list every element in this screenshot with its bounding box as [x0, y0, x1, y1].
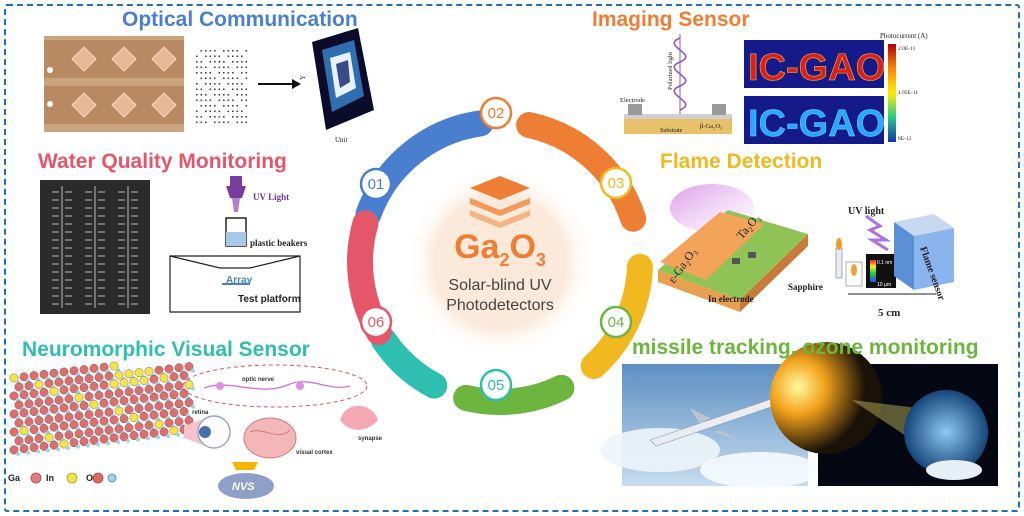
electrode-label: Electrode	[620, 97, 645, 104]
ring-segment-05	[370, 327, 448, 399]
legend-in: In	[46, 473, 54, 483]
ring-segment-04	[453, 374, 575, 415]
legend-ga: Ga	[8, 473, 21, 483]
crystal-structure-image	[9, 361, 195, 456]
subtitle-line-1: Solar-blind UV	[448, 277, 552, 294]
water-quality-title: Water Quality Monitoring	[38, 150, 287, 173]
optical-communication-title: Optical Communication	[122, 8, 358, 31]
substrate-label: Substrate	[660, 128, 683, 134]
synapse-label: synapse	[358, 436, 383, 442]
nvs-label: NVS	[232, 481, 255, 493]
ring-node-05	[479, 368, 513, 402]
colorbar	[888, 44, 896, 142]
ring-node-label-02: 02	[488, 105, 505, 122]
ring-node-06	[359, 305, 393, 339]
arrow-head	[292, 79, 301, 89]
binary-code-image	[196, 50, 248, 124]
colorbar-top: 2.0E-11	[898, 46, 916, 52]
colorbar-mid: 1.95E-11	[898, 90, 918, 96]
imaging-logo-panel-1	[744, 40, 884, 88]
test-platform-diagram	[169, 176, 301, 313]
ring-node-label-04: 04	[608, 314, 625, 331]
formula-ga: Ga	[454, 228, 500, 266]
heatmap-y-label: Y	[299, 75, 307, 80]
scale-label-1: 0.1 nm	[877, 260, 892, 266]
formula-o: O	[509, 228, 536, 266]
beakers-label: plastic beakers	[250, 238, 308, 248]
optical-heatmap	[312, 28, 374, 130]
imaging-sensor-title: Imaging Sensor	[592, 8, 750, 31]
uv-light-label: UV Light	[253, 192, 289, 202]
ring-node-01	[359, 167, 393, 201]
ring-node-label-06: 06	[368, 314, 385, 331]
test-platform-label: Test platform	[238, 294, 301, 305]
polarized-light-label: Polarized light	[667, 52, 674, 90]
optic-nerve-label: optic nerve	[242, 377, 275, 383]
visual-cortex-label: visual cortex	[296, 450, 333, 456]
imaging-logo-red: IC-GAO	[748, 47, 885, 89]
ring-node-03	[599, 166, 633, 200]
ring-node-label-03: 03	[608, 175, 625, 192]
ring-node-label-01: 01	[368, 176, 385, 193]
layers-icon	[470, 176, 530, 228]
sensor-array-image	[40, 180, 150, 314]
center-glow	[405, 167, 595, 357]
ozone-photo	[770, 342, 998, 486]
material-label: β-Ga₂O₃	[700, 123, 722, 130]
distance-label: 5 cm	[878, 307, 900, 319]
flame-chip-diagram	[658, 184, 808, 312]
subtitle-line-2: Photodetectors	[446, 297, 554, 314]
colorbar-title: Photocurrent (A)	[880, 32, 928, 40]
legend-circles	[30, 472, 117, 484]
retina-label: retina	[192, 410, 209, 416]
ring-node-04	[599, 305, 633, 339]
array-label: Array	[226, 275, 253, 286]
imaging-logo-blue: IC-GAO	[748, 103, 885, 145]
missile-title: missile tracking, ozone monitoring	[632, 336, 979, 359]
imaging-device-diagram: Electrode Substrate β-Ga₂O₃ Polarized li…	[620, 34, 732, 134]
missile-photo	[600, 364, 820, 488]
sapphire-label: Sapphire	[788, 282, 823, 292]
ring-segment-02	[516, 112, 647, 232]
in-electrode-label: In electrode	[708, 294, 754, 304]
neuromorphic-diagram	[182, 364, 378, 499]
optical-photo	[44, 36, 184, 132]
dashed-frame	[4, 4, 1020, 512]
flame-detection-title: Flame Detection	[660, 150, 823, 173]
formula-sub-3: 3	[535, 249, 546, 270]
legend-o: O	[86, 473, 93, 483]
formula-sub-2: 2	[499, 249, 510, 270]
imaging-logo-panel-2	[744, 96, 884, 144]
neuromorphic-title: Neuromorphic Visual Sensor	[22, 338, 310, 361]
flame-uv-label: UV light	[848, 206, 885, 217]
center-subtitle: Solar-blind UV Photodetectors	[425, 276, 575, 316]
ring-node-label-05: 05	[488, 377, 505, 394]
colorbar-bottom: 8E-12	[898, 136, 912, 142]
flame-setup-diagram	[835, 214, 954, 295]
ring-node-02	[479, 96, 513, 130]
center-formula: Ga2O3	[420, 228, 580, 271]
heatmap-x-label: Unit	[335, 136, 348, 144]
scale-label-2: 10 μm	[877, 282, 891, 288]
